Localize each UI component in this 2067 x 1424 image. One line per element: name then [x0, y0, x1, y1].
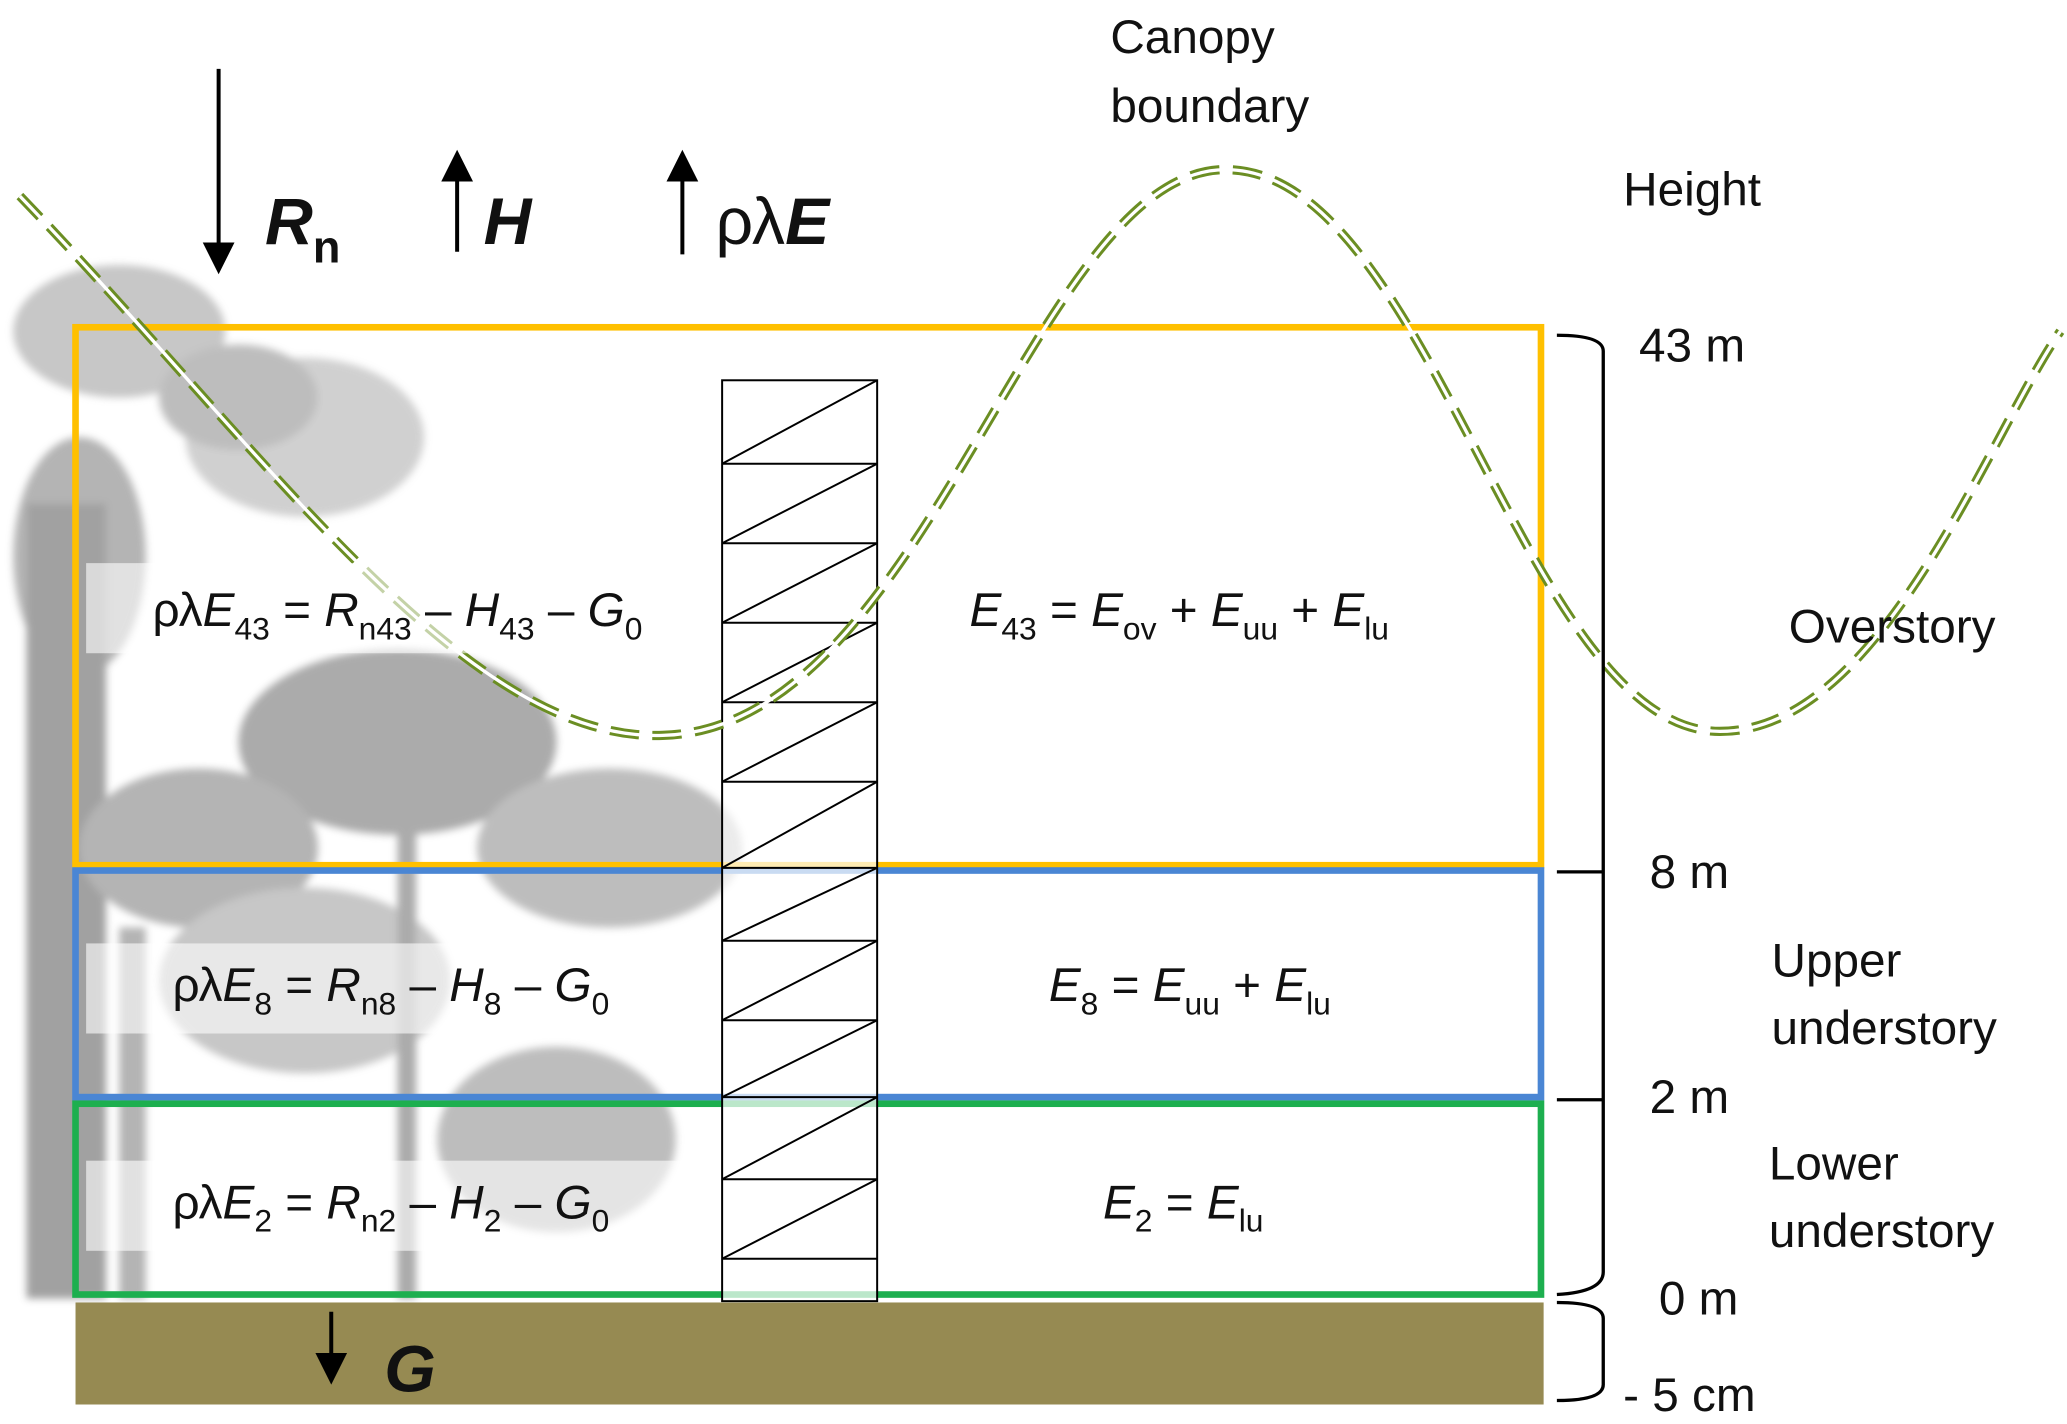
equation-term: +	[1278, 582, 1333, 637]
sensible-heat-label: H	[484, 188, 532, 254]
equation-term: ρλ	[152, 582, 203, 637]
equation-term: E	[222, 1174, 255, 1229]
equation-term: R	[326, 957, 361, 1012]
canopy-boundary-label-1: Canopy	[1110, 9, 1275, 64]
height-minus-5cm: - 5 cm	[1623, 1367, 1756, 1422]
equation-term: H	[464, 582, 500, 637]
overstory-label: Overstory	[1788, 598, 1996, 654]
equation-subscript: 8	[1080, 986, 1099, 1023]
equation-term: G	[554, 1174, 592, 1229]
equation-term: =	[1036, 582, 1092, 637]
equation-subscript: uu	[1242, 611, 1279, 648]
equation-subscript: 43	[1001, 611, 1037, 648]
lower-understory-water-equation: E2 = Elu	[1103, 1178, 1264, 1240]
equation-term: =	[1098, 957, 1153, 1012]
equation-term: =	[272, 1174, 327, 1229]
lower-understory-label-2: understory	[1768, 1203, 1995, 1258]
equation-term: –	[396, 1174, 450, 1229]
equation-term: =	[272, 957, 327, 1012]
upper-understory-label-2: understory	[1771, 1000, 1997, 1055]
rn-subscript: n	[312, 222, 341, 273]
equation-term: E	[1152, 957, 1185, 1012]
equation-backdrop	[86, 563, 689, 654]
equation-term: H	[449, 1174, 484, 1229]
equation-term: E	[202, 582, 235, 637]
forest-silhouette	[13, 265, 742, 1299]
equation-term: –	[411, 582, 465, 637]
upper-understory-label-1: Upper	[1771, 932, 1902, 988]
equation-subscript: n8	[360, 986, 397, 1023]
rn-symbol: R	[265, 184, 313, 259]
equation-term: –	[396, 957, 450, 1012]
equation-subscript: lu	[1238, 1203, 1264, 1240]
equation-term: H	[449, 957, 484, 1012]
equation-subscript: 0	[624, 611, 643, 648]
equation-subscript: lu	[1364, 611, 1390, 648]
equation-subscript: 8	[483, 986, 502, 1023]
height-label: Height	[1623, 161, 1762, 216]
equation-subscript: 2	[254, 1203, 273, 1240]
equation-subscript: lu	[1306, 986, 1331, 1023]
equation-term: =	[269, 582, 325, 637]
overstory-energy-equation: ρλE43 = Rn43 – H43 – G0	[153, 586, 643, 646]
equation-term: –	[501, 1174, 555, 1229]
equation-term: E	[1332, 582, 1365, 637]
height-scale-brace	[1556, 333, 1605, 1403]
equation-term: –	[534, 582, 588, 637]
equation-term: G	[587, 582, 625, 637]
equation-term: R	[324, 582, 359, 637]
latent-heat-label: ρλE	[716, 188, 830, 254]
overstory-water-equation: E43 = Eov + Euu + Elu	[969, 586, 1389, 646]
lower-understory-energy-equation: ρλE2 = Rn2 – H2 – G0	[172, 1178, 610, 1240]
lower-understory-label-1: Lower	[1768, 1135, 1899, 1190]
equation-subscript: uu	[1184, 986, 1220, 1023]
equation-term: E	[1274, 957, 1307, 1012]
equation-term: +	[1219, 957, 1275, 1012]
equation-term: E	[1091, 582, 1123, 637]
equation-term: E	[969, 582, 1002, 637]
equation-subscript: n43	[358, 611, 412, 648]
canopy-boundary-label-2: boundary	[1110, 78, 1310, 133]
equation-subscript: 43	[234, 611, 270, 648]
equation-term: ρλ	[172, 957, 223, 1012]
equation-term: =	[1152, 1174, 1207, 1229]
equation-term: E	[222, 957, 255, 1012]
height-2m: 2 m	[1649, 1069, 1730, 1124]
le-prefix: ρλ	[715, 184, 786, 259]
equation-subscript: 0	[591, 986, 610, 1023]
height-8m: 8 m	[1649, 844, 1730, 899]
equation-term: E	[1210, 582, 1243, 637]
upper-understory-water-equation: E8 = Euu + Elu	[1049, 961, 1331, 1021]
equation-subscript: 2	[483, 1203, 502, 1240]
g-symbol: G	[384, 1331, 436, 1406]
ground-heat-label: G	[384, 1336, 436, 1402]
equation-backdrop	[86, 1160, 689, 1251]
equation-term: E	[1102, 1174, 1135, 1229]
equation-subscript: 0	[591, 1203, 610, 1240]
flux-tower	[721, 379, 879, 1303]
height-43m: 43 m	[1639, 318, 1746, 373]
height-0m: 0 m	[1658, 1270, 1739, 1325]
equation-term: E	[1206, 1174, 1239, 1229]
equation-term: +	[1156, 582, 1211, 637]
equation-term: E	[1048, 957, 1081, 1012]
equation-term: G	[554, 957, 592, 1012]
net-radiation-label: Rn	[265, 188, 340, 270]
equation-subscript: n2	[360, 1203, 397, 1240]
equation-term: –	[501, 957, 555, 1012]
equation-term: ρλ	[172, 1174, 223, 1229]
equation-subscript: 2	[1134, 1203, 1153, 1240]
equation-backdrop	[86, 943, 689, 1034]
equation-subscript: 8	[254, 986, 273, 1023]
soil-layer	[75, 1302, 1544, 1405]
equation-subscript: 43	[499, 611, 535, 648]
upper-understory-energy-equation: ρλE8 = Rn8 – H8 – G0	[172, 961, 609, 1021]
equation-term: R	[326, 1174, 361, 1229]
h-symbol: H	[483, 184, 532, 259]
equation-subscript: ov	[1122, 611, 1157, 648]
le-symbol: E	[785, 184, 830, 259]
